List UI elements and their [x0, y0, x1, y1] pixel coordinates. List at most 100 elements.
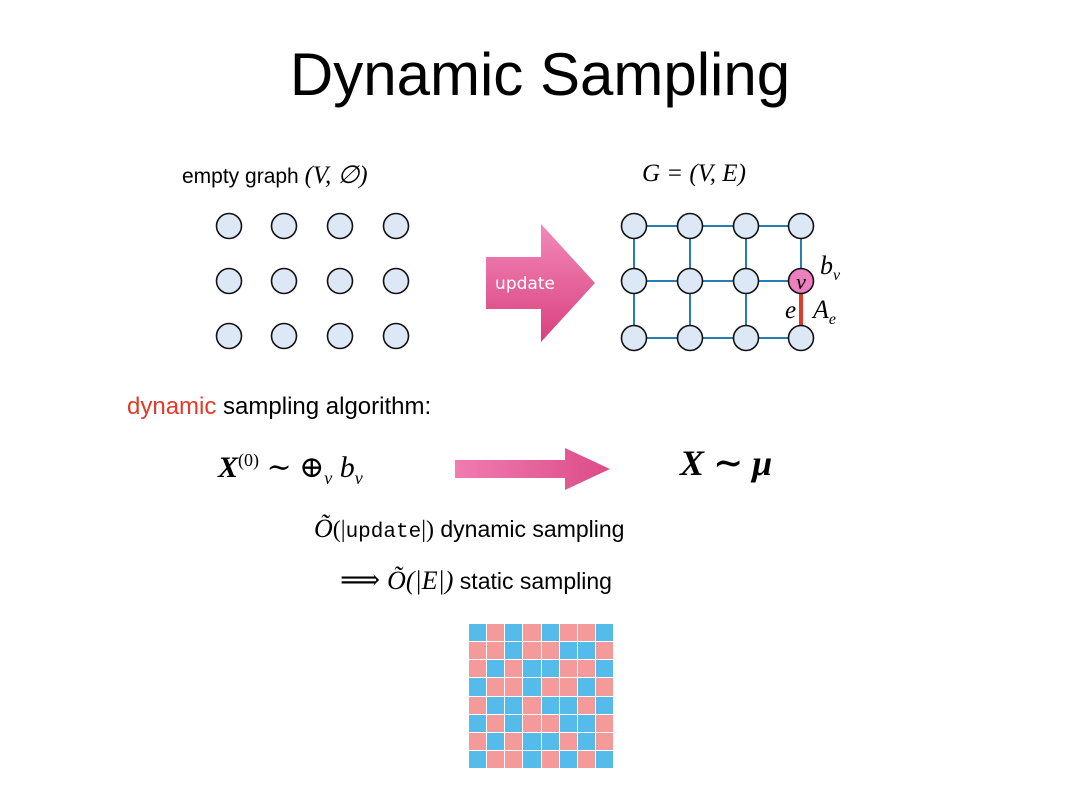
mosaic-cell: [577, 732, 595, 750]
mosaic-cell: [469, 678, 487, 696]
algorithm-label: dynamic sampling algorithm:: [127, 393, 431, 421]
graph-g-label: G = (V, E): [642, 160, 746, 187]
algorithm-label-rest: sampling algorithm:: [216, 393, 432, 420]
grid-nodes: [620, 212, 815, 352]
sample-mosaic: [469, 624, 613, 768]
grid-node: [620, 212, 648, 240]
mosaic-cell: [541, 750, 559, 768]
grid-node: [676, 324, 704, 352]
mosaic-cell: [595, 678, 613, 696]
mosaic-cell: [523, 660, 541, 678]
mosaic-cell: [595, 696, 613, 714]
line1-paren-open: (|: [332, 517, 346, 543]
eq-left-sub-v: v: [324, 468, 333, 488]
empty-graph-text: empty graph: [182, 165, 299, 188]
grid-node: [732, 267, 760, 295]
mosaic-cell: [523, 714, 541, 732]
mosaic-cell: [595, 750, 613, 768]
empty-node: [326, 322, 354, 350]
mosaic-cell: [487, 732, 505, 750]
mosaic-cell: [541, 624, 559, 642]
mosaic-cell: [559, 732, 577, 750]
mosaic-cell: [595, 660, 613, 678]
complexity-line-static: ⟹ Õ(|E|) static sampling: [340, 563, 612, 597]
mosaic-cell: [577, 678, 595, 696]
mosaic-cell: [487, 696, 505, 714]
line1-paren-close: |): [421, 517, 434, 543]
line1-text: dynamic sampling: [434, 516, 625, 542]
eq-left-sup: (0): [238, 450, 260, 470]
empty-node: [215, 267, 243, 295]
equation-left: X(0) ∼ ⊕v bv: [218, 450, 363, 489]
mosaic-cell: [469, 660, 487, 678]
mosaic-cell: [469, 696, 487, 714]
eq-left-b-sub: v: [354, 468, 363, 488]
line2-arrow: ⟹: [340, 565, 388, 596]
mosaic-cell: [469, 624, 487, 642]
mosaic-cell: [505, 732, 523, 750]
mosaic-cell: [523, 678, 541, 696]
highlight-node-v: [787, 267, 815, 295]
line2-math: (|E|): [405, 566, 454, 595]
mosaic-cell: [541, 732, 559, 750]
grid-node: [676, 267, 704, 295]
grid-node: [620, 324, 648, 352]
mosaic-cell: [523, 696, 541, 714]
mosaic-cell: [595, 714, 613, 732]
eq-left-tilde: ∼ ⊕: [259, 451, 325, 484]
eq-left-X: X: [218, 451, 239, 484]
mosaic-cell: [541, 696, 559, 714]
line2-O: Õ: [387, 566, 406, 595]
line2-text: static sampling: [453, 568, 612, 594]
mosaic-cell: [487, 642, 505, 660]
mosaic-cell: [577, 696, 595, 714]
mosaic-cell: [559, 624, 577, 642]
grid-node: [787, 324, 815, 352]
mosaic-cell: [487, 714, 505, 732]
algorithm-arrow: [455, 448, 610, 490]
mosaic-cell: [469, 750, 487, 768]
mosaic-cell: [487, 624, 505, 642]
mosaic-cell: [505, 642, 523, 660]
mosaic-cell: [595, 642, 613, 660]
empty-node: [326, 212, 354, 240]
complexity-line-dynamic: Õ(|update|) dynamic sampling: [314, 514, 624, 544]
mosaic-cell: [523, 642, 541, 660]
mosaic-cell: [505, 660, 523, 678]
mosaic-cell: [505, 750, 523, 768]
mosaic-cell: [541, 678, 559, 696]
mosaic-cell: [559, 750, 577, 768]
edge-e-label: e: [785, 297, 796, 324]
mosaic-cell: [523, 732, 541, 750]
b-v-label: bv: [820, 251, 841, 284]
empty-node: [215, 322, 243, 350]
grid-node: [732, 212, 760, 240]
line1-O: Õ: [314, 514, 333, 543]
mosaic-cell: [577, 714, 595, 732]
slide-title: Dynamic Sampling: [289, 41, 791, 108]
node-v-label: v: [796, 269, 806, 294]
mosaic-cell: [523, 624, 541, 642]
empty-node: [382, 322, 410, 350]
update-arrow: update: [486, 224, 595, 342]
equation-right: X ∼ μ: [680, 443, 773, 483]
grid-node: [787, 212, 815, 240]
mosaic-cell: [505, 678, 523, 696]
mosaic-cell: [559, 714, 577, 732]
empty-node: [382, 267, 410, 295]
mosaic-cell: [595, 624, 613, 642]
grid-node: [676, 212, 704, 240]
empty-node: [270, 322, 298, 350]
mosaic-cell: [487, 678, 505, 696]
mosaic-cell: [469, 732, 487, 750]
empty-node: [326, 267, 354, 295]
graph-diagram: update v bv e Ae: [215, 212, 841, 352]
mosaic-cell: [559, 678, 577, 696]
empty-node: [382, 212, 410, 240]
A-e-label: Ae: [811, 295, 836, 328]
mosaic-cell: [523, 750, 541, 768]
mosaic-cell: [577, 624, 595, 642]
mosaic-cell: [559, 660, 577, 678]
grid-node: [732, 324, 760, 352]
mosaic-cell: [577, 660, 595, 678]
